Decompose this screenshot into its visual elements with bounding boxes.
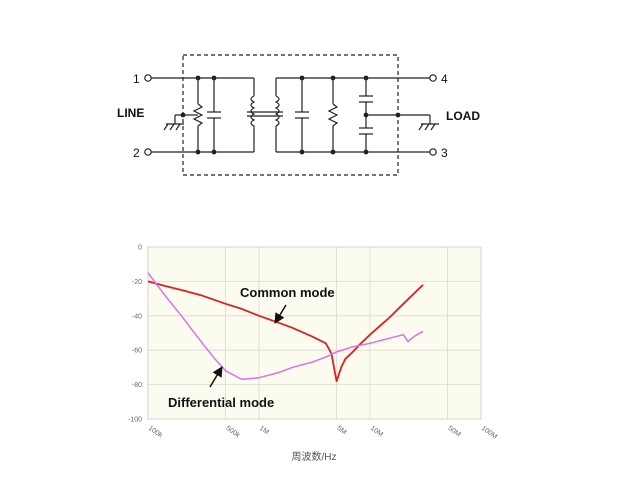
y-tick-label: -100	[128, 417, 142, 424]
terminal-3	[429, 148, 437, 156]
terminal-1	[144, 74, 152, 82]
common-mode-arrow	[274, 304, 287, 324]
junction-dots	[180, 75, 401, 155]
terminal-4-label: 4	[441, 72, 448, 86]
differential-mode-arrow	[209, 366, 223, 388]
x-axis-ticks: 100k 500k 1M 5M 10M 50M 100M	[147, 425, 498, 441]
y-tick-label: -20	[132, 279, 142, 286]
x-tick-label: 10M	[369, 425, 384, 439]
terminal-1-label: 1	[133, 72, 140, 86]
terminal-4	[429, 74, 437, 82]
y-tick-label: 0	[138, 245, 142, 252]
differential-mode-line	[147, 272, 424, 381]
terminal-2-label: 2	[133, 146, 140, 160]
y-tick-label: -60	[132, 348, 142, 355]
x-axis-title: 周波数/Hz	[292, 450, 337, 463]
terminal-3-label: 3	[441, 146, 448, 160]
y-tick-label: -80	[132, 382, 142, 389]
x-tick-label: 100M	[480, 425, 498, 441]
x-tick-label: 500k	[224, 425, 241, 440]
filter-schematic: 1 2 4 3 LINE LOAD	[117, 54, 480, 176]
terminal-2	[144, 148, 152, 156]
load-label: LOAD	[446, 109, 480, 123]
line-label: LINE	[117, 106, 144, 120]
common-mode-annotation: Common mode	[240, 285, 335, 300]
x-tick-label: 50M	[446, 425, 461, 439]
y-tick-label: -40	[132, 313, 142, 320]
y-axis-ticks: 0 -20 -40 -60 -80 -100	[128, 245, 142, 424]
series-lines	[147, 272, 424, 383]
differential-mode-annotation: Differential mode	[168, 395, 274, 410]
x-tick-label: 100k	[147, 425, 164, 440]
common-mode-line	[147, 280, 424, 383]
attenuation-chart: 0 -20 -40 -60 -80 -100 100k 500k 1M 5M 10M 50M 100M…	[128, 245, 498, 464]
x-tick-label: 5M	[335, 425, 347, 436]
grid-lines	[147, 246, 482, 420]
x-tick-label: 1M	[258, 425, 270, 436]
plot-area	[147, 246, 482, 420]
